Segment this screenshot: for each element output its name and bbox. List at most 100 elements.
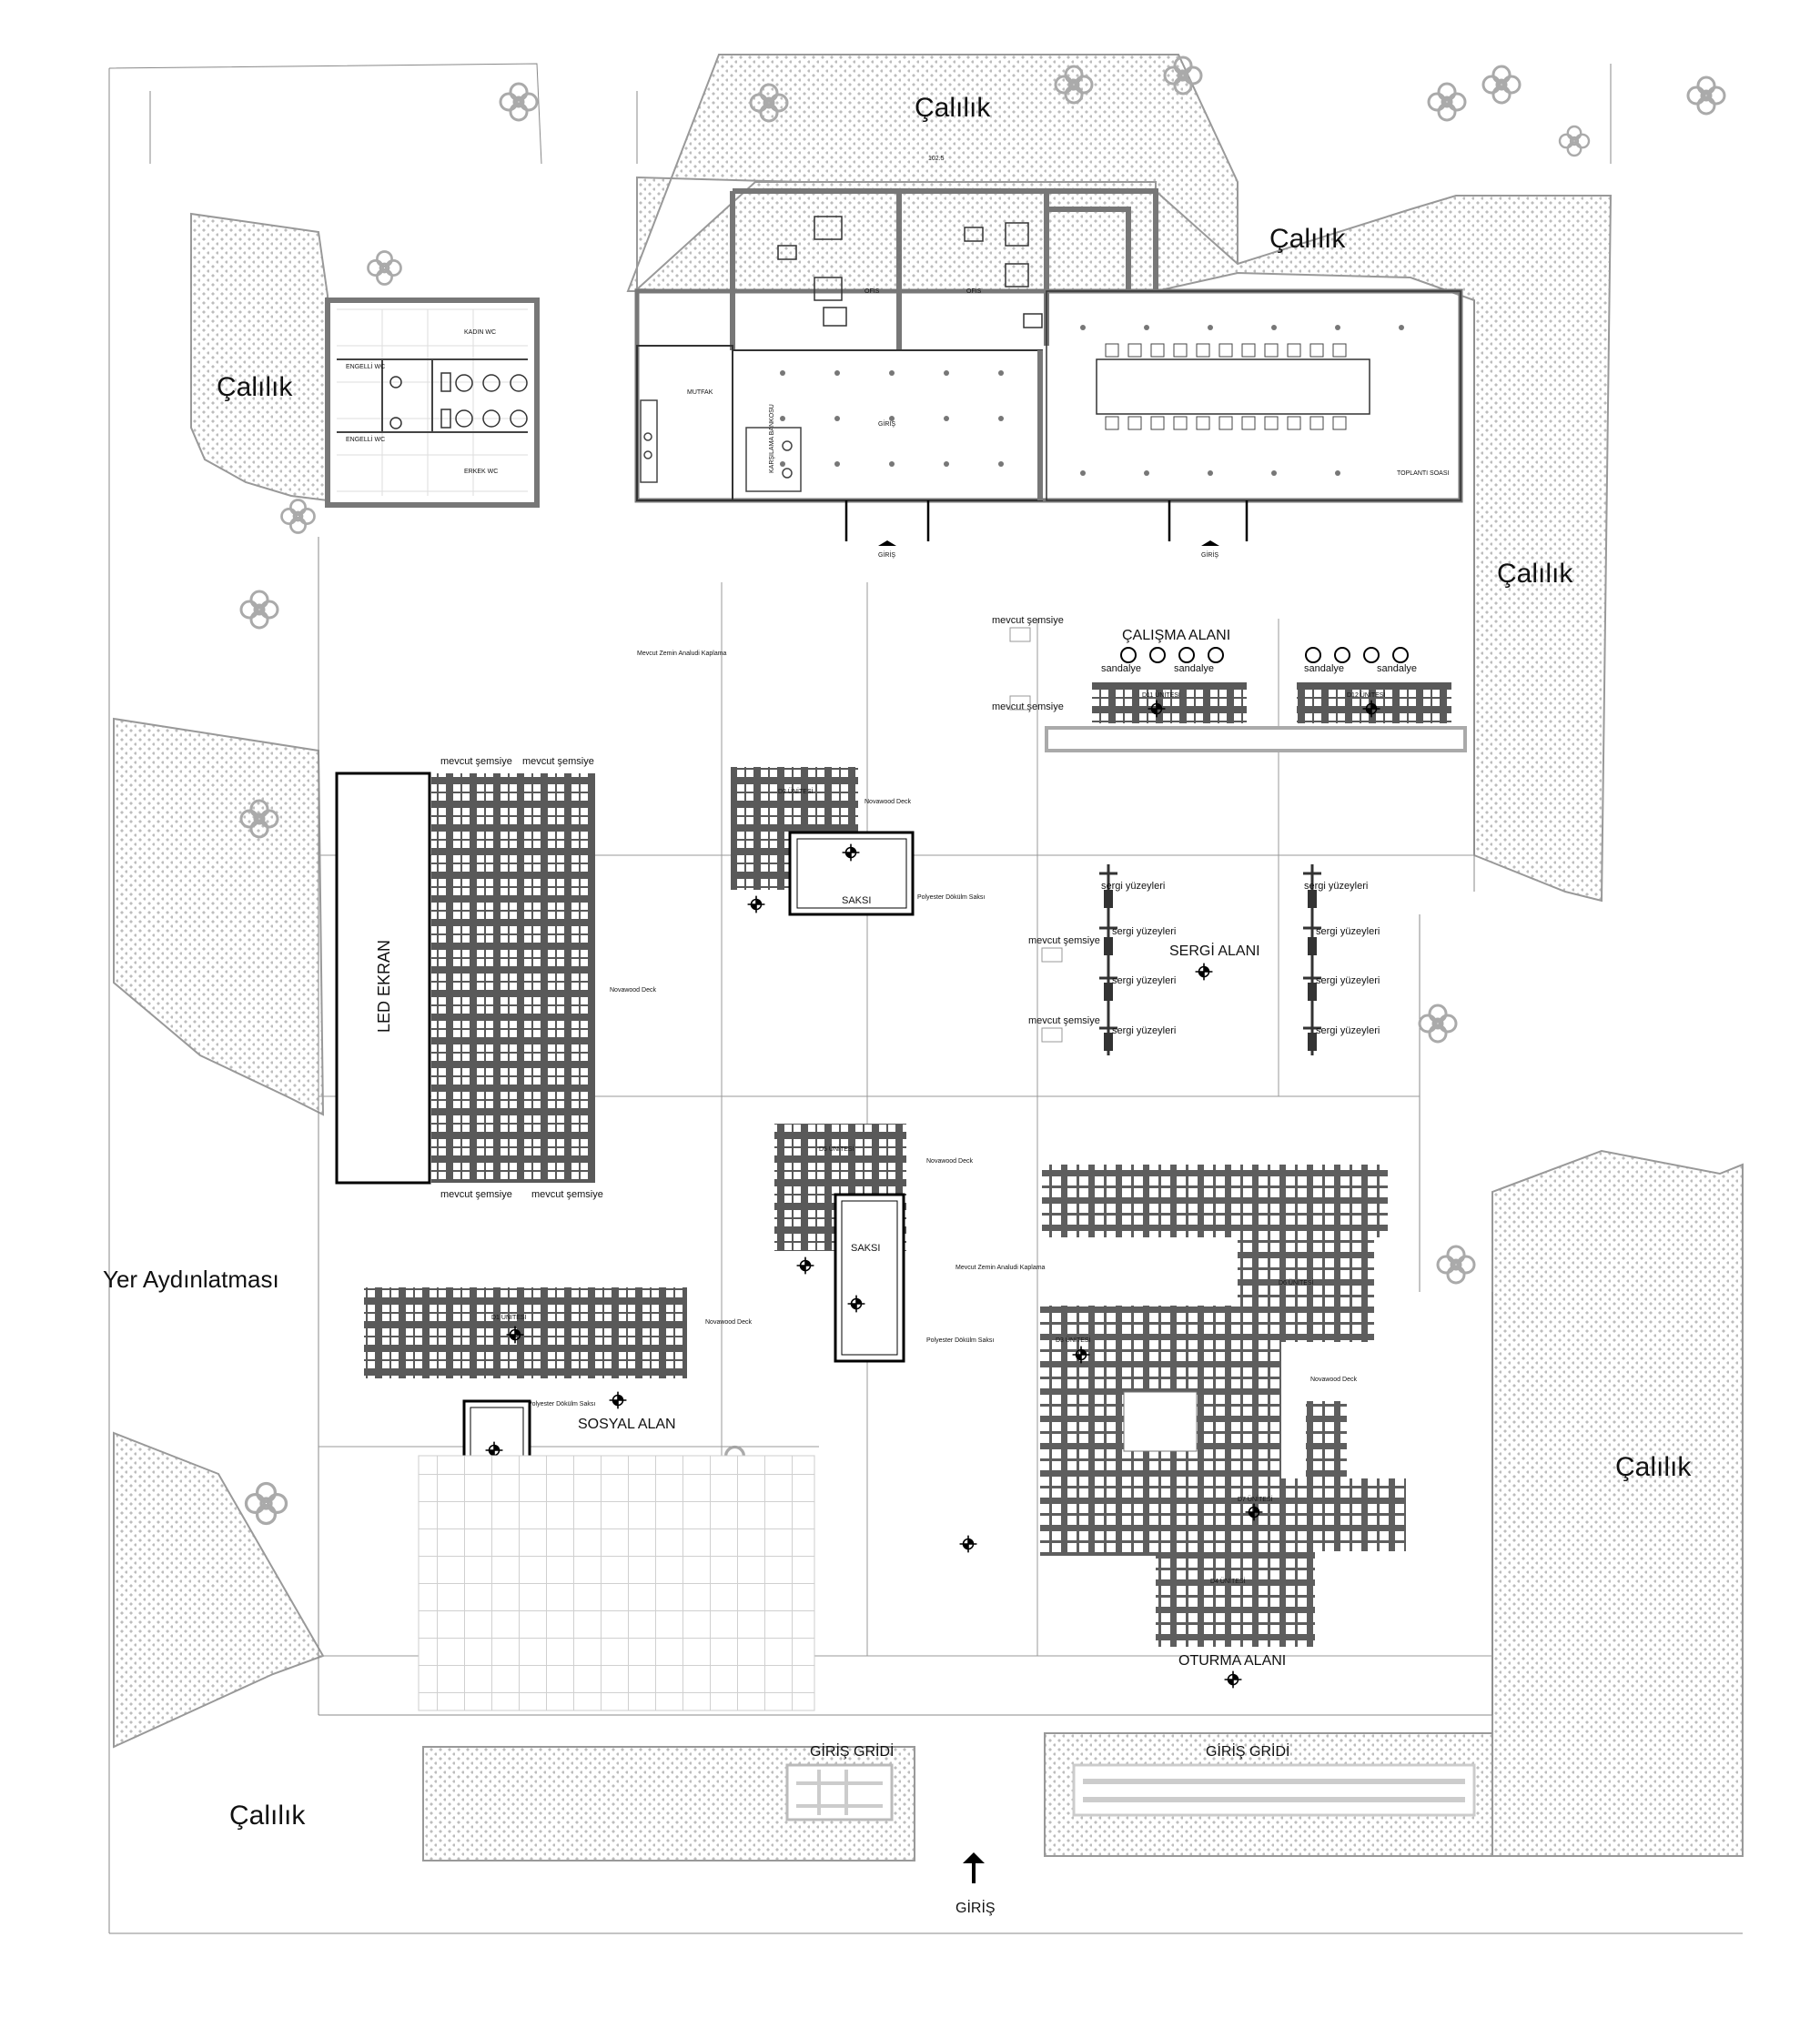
novawood-label-2: Novawood Deck	[864, 799, 911, 805]
tree-icon	[239, 590, 279, 630]
main-building: OFİS OFİS MUTFAK GİRİŞ TOPLANTI SOASI 10…	[634, 156, 1463, 559]
novawood-label-4: Novawood Deck	[705, 1319, 752, 1326]
tree-icon	[244, 1481, 288, 1526]
d2-unit-label: D2 ÜNİTESİ	[778, 787, 814, 795]
existing-floor-label-2: Mevcut Zemin Analudi Kaplama	[956, 1265, 1046, 1271]
main-deck	[431, 773, 595, 1183]
dimension-label: 102.5	[928, 156, 945, 162]
meeting-chairs	[1105, 343, 1347, 430]
level-marker-icon	[958, 1534, 978, 1554]
exhibit-surface-label-7: sergi yüzeyleri	[1316, 975, 1380, 986]
level-marker-icon	[1194, 962, 1214, 982]
social-area-grid	[418, 1455, 815, 1711]
women-wc-label: KADIN WC	[464, 329, 496, 336]
d3-unit-label: D3 ÜNİTESİ	[1056, 1336, 1091, 1344]
meeting-room-label: TOPLANTI SOASI	[1397, 470, 1449, 477]
umbrella-label-4: mevcut şemsiye	[531, 1189, 603, 1200]
led-screen-area: LED EKRAN mevcut şemsiye mevcut şemsiye …	[335, 756, 656, 1200]
tree-icon	[280, 499, 316, 534]
brush-label-top-right: Çalılık	[1269, 224, 1346, 254]
polyester-label-3: Polyester Dökülm Saksı	[528, 1401, 595, 1407]
chair-label-4: sandalye	[1377, 663, 1417, 674]
accessible-wc-label-1: ENGELLİ WC	[346, 362, 385, 370]
building-entrance-label-2: GİRİŞ	[1201, 550, 1218, 559]
site-boundaries	[108, 63, 1743, 1934]
office-label-1: OFİS	[864, 287, 880, 295]
umbrella-label-1: mevcut şemsiye	[440, 756, 512, 767]
tree-icon	[1436, 1245, 1476, 1285]
novawood-label-1: Novawood Deck	[610, 987, 656, 994]
lobby-label: GİRİŞ	[878, 419, 895, 428]
exhibit-surface-label-8: sergi yüzeyleri	[1316, 1025, 1380, 1036]
chair-label-3: sandalye	[1304, 663, 1344, 674]
planter-label-2: SAKSI	[851, 1243, 880, 1254]
polyester-label-2: Polyester Dökülm Saksı	[926, 1337, 994, 1344]
building-entrance-label-1: GİRİŞ	[878, 550, 895, 559]
seating-cluster: D6 ÜNİTESİ D3 ÜNİTESİ D7 ÜNİTESİ D4 ÜNİT…	[958, 1165, 1406, 1690]
brush-label-right: Çalılık	[1497, 559, 1573, 589]
brush-label-right-low: Çalılık	[1615, 1452, 1692, 1482]
level-marker-icon	[795, 1256, 815, 1276]
men-wc-label: ERKEK WC	[464, 469, 498, 475]
exhibit-surface-label-4: sergi yüzeyleri	[1112, 1025, 1176, 1036]
umbrella-label-3: mevcut şemsiye	[440, 1189, 512, 1200]
planter-label-1: SAKSI	[842, 895, 871, 906]
umbrella-label-5: mevcut şemsiye	[992, 615, 1064, 626]
social-area-label: SOSYAL ALAN	[578, 1417, 676, 1432]
d12-unit-label: D12 ÜNİTESİ	[1347, 691, 1385, 699]
polyester-label-1: Polyester Dökülm Saksı	[917, 894, 985, 901]
led-screen-label: LED EKRAN	[375, 940, 393, 1033]
brush-label-bottom-left: Çalılık	[229, 1801, 306, 1831]
exhibit-area: SERGİ ALANI sergi yüzeyleri sergi yüzeyl…	[1028, 864, 1380, 1055]
existing-floor-label-1: Mevcut Zemin Analudi Kaplama	[637, 651, 727, 657]
d4-unit-label: D4 ÜNİTESİ	[1210, 1577, 1246, 1585]
brush-label-top: Çalılık	[915, 93, 991, 123]
exhibit-area-label: SERGİ ALANI	[1169, 942, 1260, 959]
office-label-2: OFİS	[966, 287, 982, 295]
level-marker-icon	[1223, 1670, 1243, 1690]
novawood-label-3: Novawood Deck	[926, 1158, 973, 1165]
kitchen-label: MUTFAK	[687, 389, 713, 396]
main-entrance: GİRİŞ	[956, 1852, 996, 1916]
main-entrance-label: GİRİŞ	[956, 1899, 996, 1916]
d6-unit-label: D6 ÜNİTESİ	[1279, 1278, 1314, 1286]
umbrella-label-7: mevcut şemsiye	[1028, 935, 1100, 946]
accessible-wc-label-2: ENGELLİ WC	[346, 435, 385, 443]
d5-unit: D5 ÜNİTESİ SAKSI Novawood Deck Polyester…	[774, 1124, 994, 1363]
work-area: ÇALIŞMA ALANI D11 ÜNİTESİ D12 ÜNİTESİ sa…	[992, 615, 1467, 752]
umbrella-label-8: mevcut şemsiye	[1028, 1015, 1100, 1026]
led-screen	[335, 772, 431, 1185]
entrance-arrow-icon	[963, 1852, 985, 1883]
tree-icon	[499, 82, 539, 122]
d11-unit-label: D11 ÜNİTESİ	[1142, 691, 1180, 699]
brush-left-top	[190, 212, 329, 502]
chair-label-1: sandalye	[1101, 663, 1141, 674]
tree-icon	[1558, 125, 1591, 157]
exhibit-surface-label-3: sergi yüzeyleri	[1112, 975, 1176, 986]
chair-label-2: sandalye	[1174, 663, 1214, 674]
novawood-label-5: Novawood Deck	[1310, 1377, 1357, 1383]
d1-unit-label: D1 ÜNİTESİ	[491, 1313, 527, 1321]
brush-left-mid	[113, 717, 325, 1116]
entrance-grid-label-1: GİRİŞ GRİDİ	[810, 1742, 894, 1760]
entrance-grid-label-2: GİRİŞ GRİDİ	[1206, 1742, 1289, 1760]
level-marker-icon	[608, 1390, 628, 1410]
reception-desk-label: KARŞILAMA BANKOSU	[769, 404, 775, 473]
level-marker-icon	[746, 894, 766, 914]
d2-unit: D2 ÜNİTESİ SAKSI Polyester Dökülm Saksı …	[731, 767, 985, 916]
toilet-block: KADIN WC ERKEK WC ENGELLİ WC ENGELLİ WC	[325, 298, 540, 508]
exhibit-surface-label-1: sergi yüzeyleri	[1101, 881, 1165, 892]
exhibit-surface-label-5: sergi yüzeyleri	[1304, 881, 1368, 892]
umbrella-label-2: mevcut şemsiye	[522, 756, 594, 767]
d7-unit-label: D7 ÜNİTESİ	[1238, 1495, 1273, 1503]
ground-lighting-label: Yer Aydınlatması	[103, 1266, 279, 1293]
exhibit-surface-label-2: sergi yüzeyleri	[1112, 926, 1176, 937]
tree-icon	[1686, 76, 1726, 116]
tree-icon	[1481, 65, 1522, 105]
tree-icon	[367, 250, 402, 286]
tree-icon	[1418, 1004, 1458, 1044]
tree-icon	[1427, 82, 1467, 122]
brush-label-left: Çalılık	[217, 372, 293, 402]
work-area-label: ÇALIŞMA ALANI	[1122, 628, 1230, 643]
